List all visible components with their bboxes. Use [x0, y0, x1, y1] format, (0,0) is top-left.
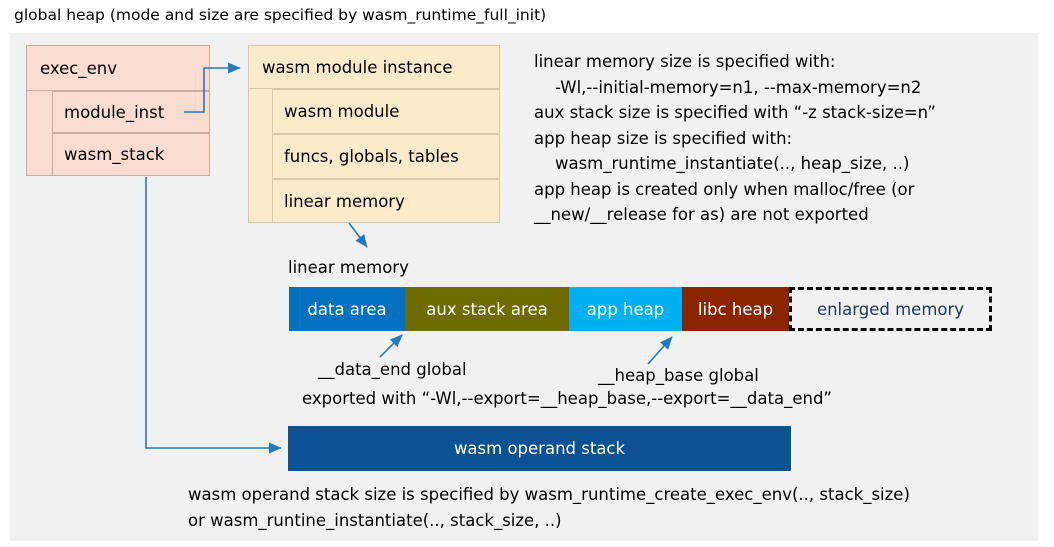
segment-label: enlarged memory — [816, 299, 965, 319]
linear-memory-notes: linear memory size is specified with: -W… — [534, 52, 936, 224]
linear-memory-field-label: linear memory — [284, 191, 405, 211]
wasm-module-instance-header-label: wasm module instance — [262, 57, 453, 77]
linear-memory-segment-enlarged-memory: enlarged memory — [789, 287, 992, 331]
exec-env-field-module-inst: module_inst — [52, 91, 210, 133]
wasm-operand-stack-label: wasm operand stack — [453, 439, 626, 458]
segment-label: app heap — [586, 299, 665, 319]
segment-label: libc heap — [697, 299, 774, 319]
linear-memory-bar: data area aux stack area app heap libc heap… — [289, 287, 992, 331]
wasm-operand-stack-bar: wasm operand stack — [288, 426, 791, 471]
wasm-module-label: wasm module — [284, 102, 400, 121]
segment-label: aux stack area — [426, 299, 548, 319]
exec-env-header-label: exec_env — [40, 58, 117, 78]
linear-memory-segment-libc-heap: libc heap — [682, 287, 789, 331]
wmi-field-funcs-globals-tables: funcs, globals, tables — [272, 134, 500, 179]
operand-stack-notes: wasm operand stack size is specified by … — [188, 485, 910, 530]
module-inst-label: module_inst — [64, 102, 165, 122]
wmi-field-wasm-module: wasm module — [272, 89, 500, 134]
exec-env-header: exec_env — [26, 45, 210, 91]
exec-env-field-wasm-stack: wasm_stack — [52, 133, 210, 176]
page-title: global heap (mode and size are specified… — [14, 6, 547, 24]
linear-memory-segment-aux-stack-area: aux stack area — [405, 287, 569, 331]
wmi-field-linear-memory: linear memory — [272, 179, 500, 223]
heap-base-annotation: __heap_base global — [598, 366, 759, 385]
exported-with-annotation: exported with “-Wl,--export=__heap_base,… — [302, 389, 832, 408]
funcs-globals-tables-label: funcs, globals, tables — [284, 147, 459, 166]
linear-memory-caption: linear memory — [288, 258, 409, 277]
wasm-module-instance-header: wasm module instance — [248, 45, 500, 89]
segment-label: data area — [307, 299, 387, 319]
linear-memory-segment-data-area: data area — [289, 287, 405, 331]
wasm-stack-label: wasm_stack — [64, 145, 165, 164]
data-end-annotation: __data_end global — [318, 360, 467, 379]
linear-memory-segment-app-heap: app heap — [569, 287, 682, 331]
